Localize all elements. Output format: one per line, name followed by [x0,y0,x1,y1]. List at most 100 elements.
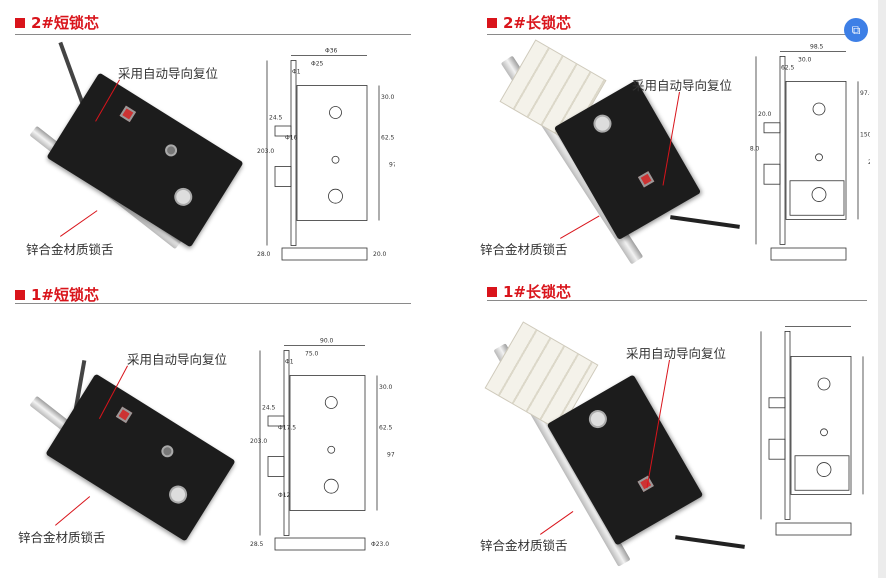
dimension-label: 97.0 [860,90,870,97]
dimension-label: 20.0 [758,111,772,118]
latch-outline [768,397,786,409]
wire [670,215,740,229]
cylinder-hole [328,188,343,204]
spindle-hole [812,102,826,116]
faceplate-outline [784,330,791,520]
scrollbar[interactable] [878,0,886,578]
bottom-view-outline [770,247,847,261]
dimension-label: 97.0 [389,162,395,169]
divider [15,34,411,35]
dimension-label: Φ25 [311,61,324,68]
spindle-hole [817,377,831,391]
red-square-icon [15,289,25,300]
latch-outline [274,125,292,137]
callout-auto-guide-reset: 采用自动导向复位 [118,66,219,81]
housing-outline [789,180,845,216]
screw-hole [815,153,823,162]
dimension-label: 28.5 [250,541,264,548]
bolt-outline [274,166,292,187]
leader-line [560,215,600,239]
case-outline [296,85,368,221]
cylinder-hole [811,187,827,202]
faceplate-outline [779,55,786,245]
divider [487,34,845,35]
dimension-label: 30.0 [379,384,393,391]
bolt-outline [267,456,285,477]
technical-drawing-1-short: 90.075.0Φ130.062.597.0150.0203.024.5Φ17.… [250,338,395,551]
dimension-label: 98.5 [810,43,824,50]
cylinder-hole [816,462,832,477]
leader-line [540,511,574,535]
dimension-label: Φ1 [292,69,301,76]
lock-body [45,373,236,542]
dimension-label: 203.0 [250,438,267,445]
dimension-label: Φ36 [325,48,338,55]
section-header-2-long: 2#长锁芯 [487,12,571,33]
callout-zinc-alloy-latch: 锌合金材质锁舌 [480,538,568,553]
bottom-view-outline [274,537,366,551]
spindle-hole [329,106,342,119]
cylinder-hole [323,478,339,494]
dimension-label: 150.0 [860,132,870,139]
technical-drawing-1-long [760,325,864,536]
bolt-outline [763,163,781,185]
dimension-label: Φ1 [285,359,294,366]
section-title: 2#长锁芯 [503,14,572,32]
dimension-label: 24.5 [269,114,283,121]
screw-hole [327,445,336,454]
spindle-hole [324,396,338,409]
bottom-view-outline [281,247,368,261]
dimension-label: 28.0 [257,251,271,258]
section-title: 1#长锁芯 [503,283,572,301]
dimension-label: 62.5 [781,64,795,71]
dimension-label: 28.0 [750,145,760,152]
technical-drawing-2-long: 98.530.062.597.0150.0203.024.528.020.0 [750,43,870,261]
case-outline [790,356,852,495]
dimension-label: 62.5 [379,425,393,432]
screw-hole [331,155,340,164]
screw-hole [820,428,828,437]
dimension-label: 24.5 [262,404,276,411]
dimension-label: 90.0 [320,338,334,345]
dimension-label: 75.0 [305,351,319,358]
red-square-icon [487,286,497,297]
divider [487,300,867,301]
callout-auto-guide-reset: 采用自动导向复位 [632,78,733,93]
callout-auto-guide-reset: 采用自动导向复位 [127,352,228,367]
bolt-outline [768,438,786,460]
callout-zinc-alloy-latch: 锌合金材质锁舌 [26,242,114,257]
red-square-icon [487,17,497,28]
leader-line [60,210,98,237]
callout-zinc-alloy-latch: 锌合金材质锁舌 [18,530,106,545]
dimension-label: 203.0 [257,148,274,155]
faceplate-outline [290,60,297,246]
section-header-1-short: 1#短锁芯 [15,284,99,305]
case-outline [289,375,366,511]
section-header-2-short: 2#短锁芯 [15,12,99,33]
dimension-label: 62.5 [381,135,395,142]
section-header-1-long: 1#长锁芯 [487,281,571,302]
dimension-label: 203.0 [868,159,870,166]
dimension-label: 20.0 [373,251,387,258]
translate-icon: ⧉ [851,22,861,37]
divider [15,303,411,304]
dimension-label: Φ23.0 [371,541,389,548]
translate-button[interactable]: ⧉ [844,18,868,42]
dimension-label: Φ17.5 [278,425,296,432]
dimension-label: 97.0 [387,452,395,459]
housing-outline [794,455,850,491]
technical-drawing-2-short: Φ36Φ25Φ130.062.597.0150.0203.024.5Φ1628.… [257,48,395,261]
section-title: 1#短锁芯 [31,286,100,304]
dimension-label: Φ12 [278,492,291,499]
bottom-view-outline [775,522,852,536]
callout-auto-guide-reset: 采用自动导向复位 [626,346,727,361]
latch-outline [267,415,285,427]
dimension-label: 30.0 [798,56,812,63]
wire [675,535,745,549]
section-title: 2#短锁芯 [31,14,100,32]
faceplate-outline [283,350,290,536]
case-outline [785,81,847,220]
red-square-icon [15,17,25,28]
dimension-label: Φ16 [285,135,298,142]
callout-zinc-alloy-latch: 锌合金材质锁舌 [480,242,568,257]
